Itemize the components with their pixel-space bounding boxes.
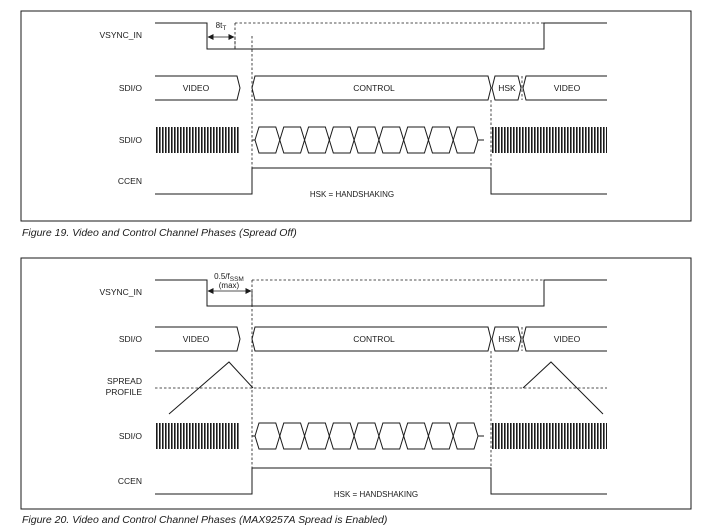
spread-triangle-right bbox=[522, 361, 604, 415]
segment-video-right: VIDEO bbox=[554, 334, 581, 344]
sdio-label: SDI/O bbox=[119, 431, 143, 441]
control-data-cell bbox=[353, 422, 380, 450]
video-data-right bbox=[491, 423, 607, 449]
timing-label: 8tT bbox=[216, 21, 227, 32]
figure-19: VSYNC_IN SDI/O SDI/O CCEN 8tT VIDEO CONTROL HSK… bbox=[20, 10, 692, 222]
video-data-right bbox=[491, 127, 607, 153]
bus-hsk bbox=[491, 326, 522, 352]
timing-label-subscript: SSM bbox=[230, 276, 244, 283]
control-data-cell bbox=[279, 126, 306, 154]
control-data-cell bbox=[328, 126, 355, 154]
control-data-cell bbox=[254, 422, 281, 450]
spread-label-line2: PROFILE bbox=[106, 387, 143, 397]
figure-19-caption: Figure 19. Video and Control Channel Pha… bbox=[22, 227, 297, 239]
sdio-label: SDI/O bbox=[119, 83, 143, 93]
figure-20: VSYNC_IN SDI/O SDI/O CCEN 0.5/fSSM(max) VIDEO… bbox=[20, 257, 692, 510]
control-data-cell bbox=[304, 422, 330, 450]
sdio-label: SDI/O bbox=[119, 334, 143, 344]
vsync-label: VSYNC_IN bbox=[99, 287, 142, 297]
control-data-cell bbox=[279, 422, 306, 450]
bus-video-left bbox=[155, 75, 241, 101]
control-data-cell bbox=[403, 422, 429, 450]
spread-label-line1: SPREAD bbox=[107, 376, 142, 386]
control-data-cell bbox=[304, 126, 330, 154]
bus-control bbox=[251, 326, 492, 352]
bus-control bbox=[251, 75, 492, 101]
segment-hsk: HSK bbox=[498, 83, 516, 93]
control-data-cell bbox=[378, 126, 405, 154]
timing-label-main: 0.5/f bbox=[214, 272, 230, 281]
control-data-cell bbox=[427, 422, 454, 450]
control-data-cell bbox=[378, 422, 405, 450]
timing-label-main: 8t bbox=[216, 21, 223, 30]
control-data-cell bbox=[403, 126, 429, 154]
ccen-waveform bbox=[155, 167, 607, 195]
segment-control: CONTROL bbox=[353, 83, 395, 93]
handshaking-note: HSK = HANDSHAKING bbox=[334, 490, 418, 499]
segment-video-right: VIDEO bbox=[554, 83, 581, 93]
ccen-label: CCEN bbox=[118, 476, 142, 486]
sdio-label: SDI/O bbox=[119, 135, 143, 145]
figure-frame bbox=[20, 257, 692, 510]
spread-triangle-left bbox=[168, 361, 254, 415]
segment-video-left: VIDEO bbox=[183, 83, 210, 93]
control-data-cell bbox=[452, 422, 479, 450]
vsync-label: VSYNC_IN bbox=[99, 30, 142, 40]
ccen-waveform bbox=[155, 467, 607, 495]
timing-label-max: (max) bbox=[219, 281, 240, 290]
bus-video-right bbox=[522, 326, 607, 352]
ccen-label: CCEN bbox=[118, 176, 142, 186]
timing-label: 0.5/fSSM bbox=[214, 272, 244, 283]
figure-frame bbox=[20, 10, 692, 222]
control-data-cell bbox=[254, 126, 281, 154]
bus-video-left bbox=[155, 326, 241, 352]
segment-hsk: HSK bbox=[498, 334, 516, 344]
segment-video-left: VIDEO bbox=[183, 334, 210, 344]
segment-control: CONTROL bbox=[353, 334, 395, 344]
handshaking-note: HSK = HANDSHAKING bbox=[310, 190, 394, 199]
vsync-waveform bbox=[155, 279, 607, 307]
vsync-waveform bbox=[155, 22, 607, 50]
figure-20-caption: Figure 20. Video and Control Channel Pha… bbox=[22, 514, 387, 526]
bus-hsk bbox=[491, 75, 522, 101]
video-data-left bbox=[155, 423, 240, 449]
control-data-cell bbox=[353, 126, 380, 154]
control-data-cell bbox=[452, 126, 479, 154]
video-data-left bbox=[155, 127, 240, 153]
control-data-cell bbox=[328, 422, 355, 450]
control-data-cell bbox=[427, 126, 454, 154]
timing-label-subscript: T bbox=[222, 25, 226, 32]
bus-video-right bbox=[522, 75, 607, 101]
